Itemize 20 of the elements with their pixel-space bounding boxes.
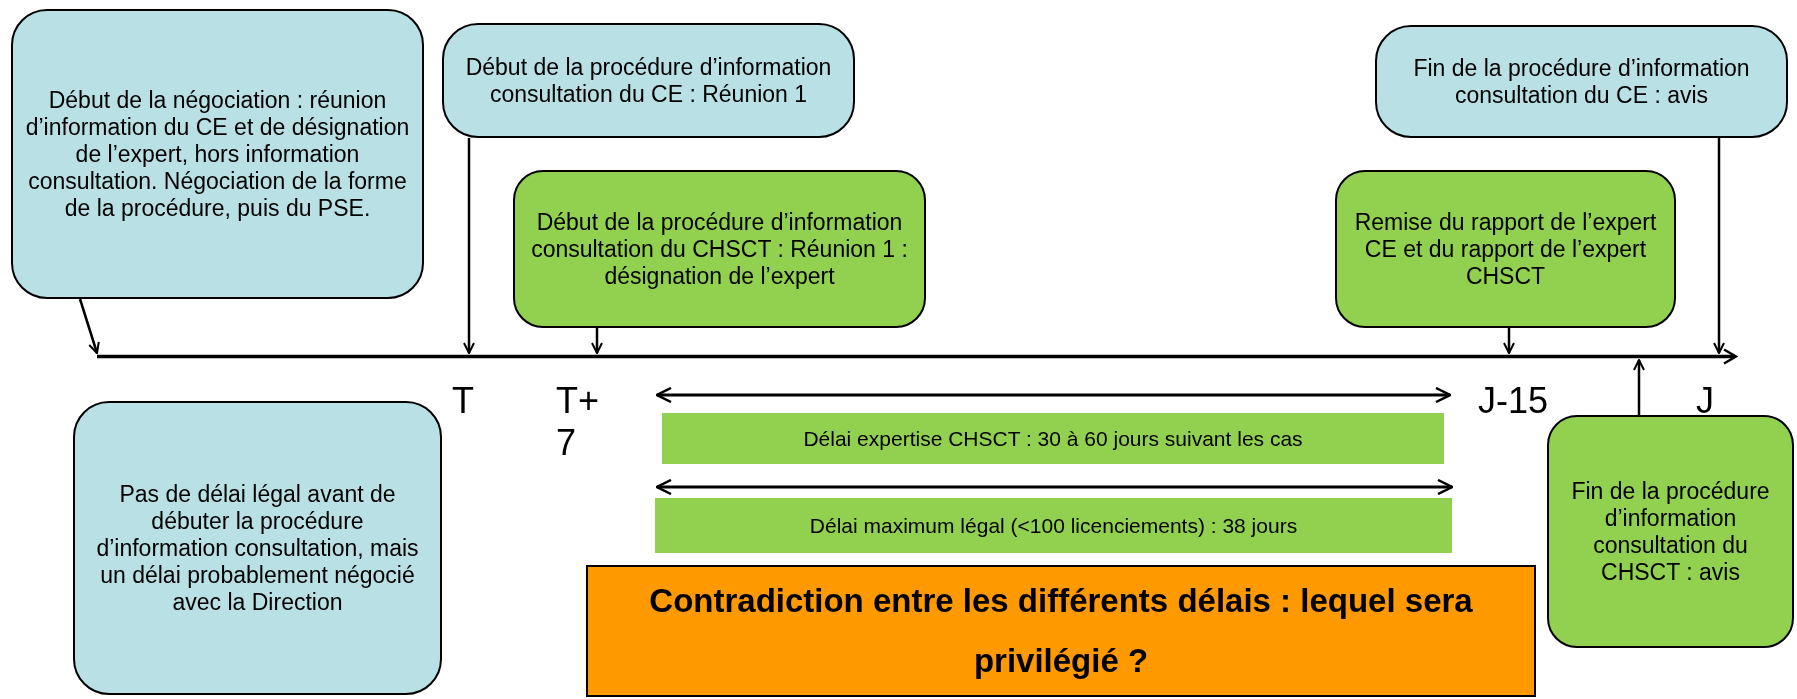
tick-label: T+ 7 <box>556 380 600 464</box>
event-box: Début de la procédure d’information consultation du CHSCT : Réunion 1 : désignation de l’expert <box>513 170 926 328</box>
highlight-box: Contradiction entre les différents délais : lequel sera privilégié ? <box>586 565 1536 697</box>
arrow <box>591 328 603 354</box>
duration-bar: Délai maximum légal (<100 licenciements) : 38 jours <box>655 498 1452 553</box>
event-box: Fin de la procédure d’information consultation du CE : avis <box>1375 25 1788 138</box>
arrow <box>1633 359 1645 415</box>
arrow <box>1713 138 1725 354</box>
duration-bar: Délai expertise CHSCT : 30 à 60 jours suivant les cas <box>662 413 1444 464</box>
event-box: Fin de la procédure d’information consultation du CHSCT : avis <box>1547 415 1794 648</box>
arrow <box>78 298 100 354</box>
arrow <box>463 138 475 354</box>
timeline-arrow <box>97 348 1738 365</box>
event-box: Début de la négociation : réunion d’information du CE et de désignation de l’expert, hors information consultation. Négociation de la forme de la procédure, puis du PSE. <box>11 9 424 299</box>
event-box: Début de la procédure d’information consultation du CE : Réunion 1 <box>442 23 855 138</box>
tick-label: J-15 <box>1478 380 1550 422</box>
event-box: Remise du rapport de l’expert CE et du rapport de l’expert CHSCT <box>1335 170 1676 328</box>
arrow <box>1503 328 1515 354</box>
event-box: Pas de délai légal avant de débuter la procédure d’information consultation, mais un délai probablement négocié avec la Direction <box>73 401 442 695</box>
tick-label: T <box>452 380 475 422</box>
